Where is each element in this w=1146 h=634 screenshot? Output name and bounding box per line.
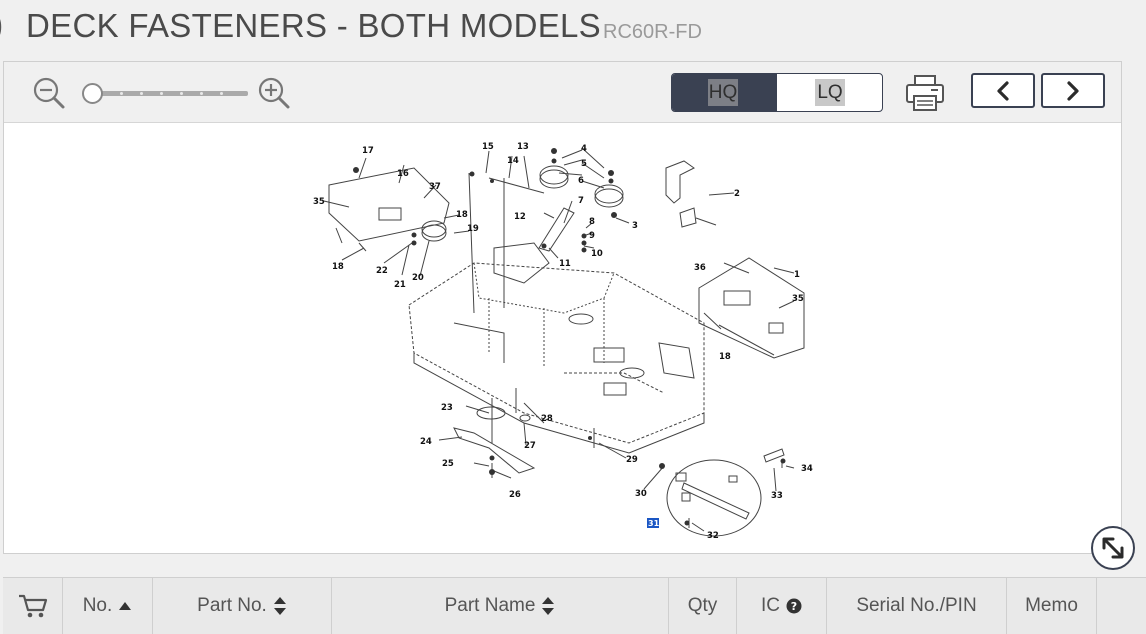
callout-label[interactable]: 27 (524, 441, 536, 451)
callout-label[interactable]: 26 (509, 490, 521, 500)
quality-option-lq[interactable]: LQ (777, 74, 882, 111)
callout-label[interactable]: 14 (507, 156, 519, 166)
column-label: Part No. (197, 595, 267, 616)
sort-both-icon (542, 597, 555, 615)
title-leading-char: ) (0, 6, 3, 45)
callout-label[interactable]: 5 (581, 159, 587, 169)
callout-label[interactable]: 12 (514, 212, 526, 222)
cart-icon[interactable] (18, 593, 48, 619)
column-label: Part Name (444, 595, 536, 616)
callout-label[interactable]: 17 (362, 146, 374, 156)
callout-label[interactable]: 35 (792, 294, 804, 304)
callout-label[interactable]: 29 (626, 455, 638, 465)
callout-label[interactable]: 32 (707, 531, 719, 541)
callout-label[interactable]: 22 (376, 266, 388, 276)
callout-label[interactable]: 24 (420, 437, 432, 447)
fullscreen-button[interactable] (1091, 526, 1135, 570)
callout-label[interactable]: 16 (397, 169, 409, 179)
column-header-ic[interactable]: IC ? (737, 578, 827, 634)
callout-label[interactable]: 6 (578, 176, 584, 186)
help-icon[interactable]: ? (786, 598, 802, 614)
callout-label[interactable]: 15 (482, 142, 494, 152)
column-header-no[interactable]: No. (63, 578, 153, 634)
callout-label[interactable]: 18 (719, 352, 731, 362)
exploded-parts-diagram[interactable]: 1 2 3 4 5 6 7 8 9 10 11 12 13 14 15 16 1… (4, 123, 1121, 553)
svg-text:?: ? (791, 600, 797, 613)
next-page-button[interactable] (1041, 73, 1105, 108)
callout-label[interactable]: 8 (589, 217, 595, 227)
callout-label[interactable]: 7 (578, 196, 584, 206)
column-label: Serial No./PIN (856, 595, 977, 616)
column-header-part-no[interactable]: Part No. (153, 578, 332, 634)
column-header-qty[interactable]: Qty (669, 578, 737, 634)
previous-page-button[interactable] (971, 73, 1035, 108)
column-label: Qty (687, 595, 718, 616)
callout-label[interactable]: 37 (429, 182, 441, 192)
callout-label[interactable]: 23 (441, 403, 453, 413)
callout-label[interactable]: 25 (442, 459, 454, 469)
expand-icon (1102, 537, 1124, 559)
zoom-slider-handle[interactable] (82, 83, 103, 104)
title-bar: ) DECK FASTENERS - BOTH MODELS RC60R-FD (0, 0, 1146, 58)
callout-label[interactable]: 28 (541, 414, 553, 424)
callout-label[interactable]: 35 (313, 197, 325, 207)
parts-diagram-svg: 1 2 3 4 5 6 7 8 9 10 11 12 13 14 15 16 1… (313, 142, 813, 541)
callout-label[interactable]: 20 (412, 273, 424, 283)
callout-label[interactable]: 11 (559, 259, 571, 269)
quality-option-label: LQ (815, 79, 845, 106)
column-header-memo[interactable]: Memo (1007, 578, 1097, 634)
callout-label[interactable]: 30 (635, 489, 647, 499)
zoom-slider[interactable] (82, 82, 248, 104)
callout-label[interactable]: 18 (456, 210, 468, 220)
quality-option-hq[interactable]: HQ (672, 74, 777, 111)
diagram-viewer: HQ LQ (3, 61, 1122, 554)
model-code: RC60R-FD (603, 21, 702, 43)
column-header-part-name[interactable]: Part Name (332, 578, 669, 634)
callout-label[interactable]: 33 (771, 491, 783, 501)
quality-toggle: HQ LQ (671, 73, 883, 112)
sort-ascending-icon (119, 602, 132, 610)
column-label: IC (761, 595, 780, 616)
zoom-in-icon[interactable] (257, 76, 291, 110)
parts-table-header: No. Part No. Part Name Qty IC ? Serial N… (3, 577, 1146, 634)
callout-label[interactable]: 3 (632, 221, 638, 231)
sort-both-icon (273, 597, 286, 615)
callout-label[interactable]: 21 (394, 280, 406, 290)
callout-label[interactable]: 9 (589, 231, 595, 241)
highlighted-callout-marker[interactable] (647, 518, 659, 528)
chevron-right-icon (1067, 81, 1079, 101)
quality-option-label: HQ (708, 79, 738, 106)
viewer-toolbar: HQ LQ (4, 62, 1121, 123)
column-cart[interactable] (3, 578, 63, 634)
callout-label[interactable]: 10 (591, 249, 603, 259)
page-title: DECK FASTENERS - BOTH MODELS (26, 7, 601, 44)
zoom-slider-track (88, 91, 248, 96)
column-header-serial[interactable]: Serial No./PIN (827, 578, 1007, 634)
callout-label[interactable]: 1 (794, 270, 800, 280)
callout-label[interactable]: 2 (734, 189, 740, 199)
zoom-out-icon[interactable] (32, 76, 66, 110)
callout-label[interactable]: 13 (517, 142, 529, 152)
printer-icon[interactable] (905, 74, 945, 112)
column-label: Memo (1025, 595, 1078, 616)
callout-label[interactable]: 4 (581, 144, 587, 154)
callout-label[interactable]: 19 (467, 224, 479, 234)
chevron-left-icon (997, 81, 1009, 101)
callout-label[interactable]: 34 (801, 464, 813, 474)
callout-label[interactable]: 36 (694, 263, 706, 273)
callout-label[interactable]: 18 (332, 262, 344, 272)
callout-label-highlighted[interactable]: 31 (648, 519, 660, 528)
column-label: No. (82, 595, 113, 616)
